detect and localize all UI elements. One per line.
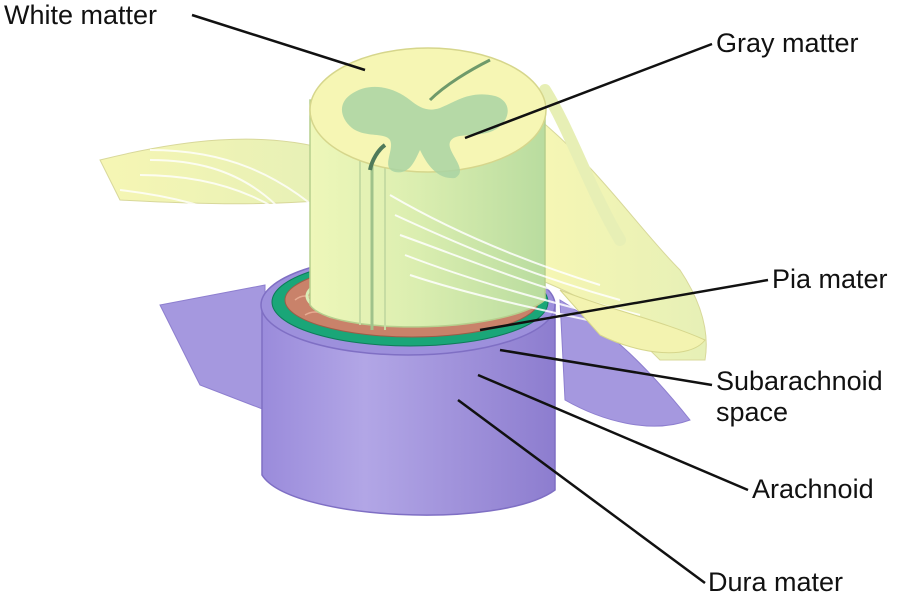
label-white-matter: White matter — [4, 0, 157, 31]
label-gray-matter: Gray matter — [716, 28, 859, 59]
label-arachnoid: Arachnoid — [752, 474, 874, 505]
leader-white-matter — [192, 15, 365, 70]
spinal-cord — [310, 48, 546, 330]
label-dura-mater: Dura mater — [708, 567, 843, 598]
dura-flap-left — [160, 285, 265, 410]
label-subarachnoid-space: Subarachnoid space — [716, 366, 883, 428]
label-pia-mater: Pia mater — [772, 264, 888, 295]
